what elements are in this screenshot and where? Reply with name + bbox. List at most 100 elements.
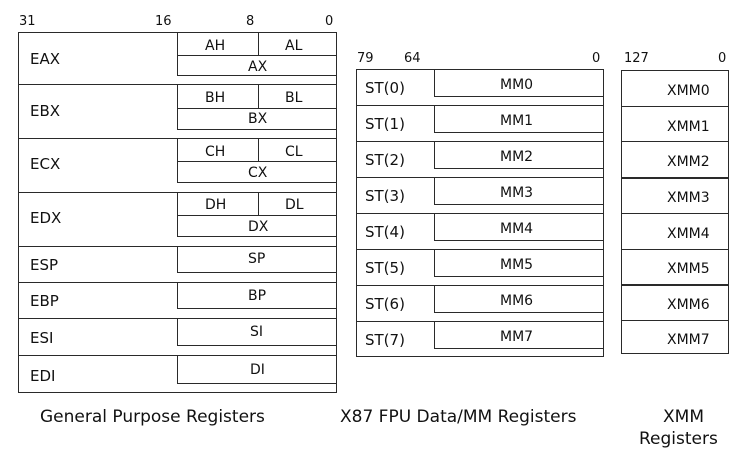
divider	[258, 32, 259, 55]
word-label: DI	[250, 362, 265, 378]
divider	[177, 272, 337, 273]
divider	[621, 320, 729, 321]
fpu-bit-79: 79	[357, 51, 374, 66]
divider	[177, 182, 337, 183]
register-name: EBX	[30, 102, 61, 120]
divider	[177, 345, 337, 346]
register-name: EAX	[30, 50, 61, 68]
divider	[434, 276, 604, 277]
register-name: ECX	[30, 155, 61, 173]
divider	[621, 177, 729, 179]
word-label: SI	[250, 324, 264, 340]
divider	[177, 246, 178, 272]
gp-caption: General Purpose Registers	[40, 407, 265, 427]
divider	[258, 84, 259, 108]
divider	[177, 282, 178, 308]
register-name: ESP	[30, 256, 59, 274]
xmm-bit-0: 0	[718, 51, 727, 66]
register-name: EDI	[30, 367, 56, 385]
divider	[177, 192, 178, 237]
divider	[177, 55, 337, 56]
divider	[434, 132, 604, 133]
st-label: ST(0)	[365, 79, 405, 97]
divider	[356, 249, 604, 250]
divider	[177, 161, 337, 162]
divider	[621, 141, 729, 142]
divider	[434, 213, 435, 240]
divider	[177, 318, 178, 345]
word-label: CX	[248, 165, 268, 181]
mm-label: MM2	[500, 149, 534, 165]
low-byte-label: DL	[285, 197, 304, 213]
divider	[356, 177, 604, 178]
low-byte-label: AL	[285, 38, 303, 54]
word-label: BX	[248, 111, 268, 127]
word-label: BP	[248, 288, 267, 304]
divider	[434, 249, 435, 276]
low-byte-label: BL	[285, 90, 303, 106]
gp-bit-8: 8	[246, 14, 255, 29]
register-name: EBP	[30, 292, 59, 310]
divider	[356, 285, 604, 286]
divider	[434, 240, 604, 241]
st-label: ST(3)	[365, 187, 405, 205]
gp-bit-31: 31	[19, 14, 36, 29]
divider	[177, 383, 337, 384]
divider	[356, 213, 604, 214]
xmm-caption-line2: Registers	[639, 429, 718, 449]
high-byte-label: DH	[205, 197, 227, 213]
xmm-register-label: XMM3	[667, 190, 710, 206]
divider	[621, 284, 729, 286]
divider	[177, 129, 337, 130]
xmm-register-label: XMM6	[667, 297, 710, 313]
st-label: ST(4)	[365, 223, 405, 241]
xmm-register-label: XMM2	[667, 154, 710, 170]
divider	[434, 177, 435, 204]
st-label: ST(6)	[365, 295, 405, 313]
divider	[177, 138, 178, 183]
divider	[356, 321, 604, 322]
st-label: ST(7)	[365, 331, 405, 349]
divider	[434, 96, 604, 97]
divider	[434, 348, 604, 349]
divider	[621, 249, 729, 250]
divider	[177, 236, 337, 237]
divider	[434, 168, 604, 169]
word-label: DX	[248, 219, 269, 235]
mm-label: MM6	[500, 293, 534, 309]
divider	[177, 32, 178, 76]
mm-label: MM1	[500, 113, 534, 129]
divider	[434, 141, 435, 168]
divider	[621, 106, 729, 107]
word-label: SP	[248, 251, 266, 267]
gp-bit-16: 16	[155, 14, 172, 29]
divider	[177, 355, 178, 383]
mm-label: MM5	[500, 257, 534, 273]
divider	[258, 192, 259, 215]
xmm-register-label: XMM1	[667, 119, 710, 135]
divider	[434, 69, 435, 96]
high-byte-label: BH	[205, 90, 226, 106]
xmm-register-label: XMM5	[667, 261, 710, 277]
st-label: ST(1)	[365, 115, 405, 133]
divider	[177, 215, 337, 216]
st-label: ST(5)	[365, 259, 405, 277]
xmm-register-label: XMM0	[667, 83, 710, 99]
low-byte-label: CL	[285, 144, 303, 160]
high-byte-label: CH	[205, 144, 226, 160]
mm-label: MM4	[500, 221, 534, 237]
word-label: AX	[248, 59, 268, 75]
divider	[258, 138, 259, 161]
divider	[177, 84, 178, 129]
divider	[621, 213, 729, 214]
divider	[434, 204, 604, 205]
gp-bit-0: 0	[325, 14, 334, 29]
mm-label: MM0	[500, 77, 534, 93]
divider	[177, 108, 337, 109]
divider	[434, 105, 435, 132]
xmm-caption-line1: XMM	[663, 407, 704, 427]
fpu-caption: X87 FPU Data/MM Registers	[340, 407, 577, 427]
divider	[177, 75, 337, 76]
divider	[177, 308, 337, 309]
fpu-bit-0: 0	[592, 51, 601, 66]
